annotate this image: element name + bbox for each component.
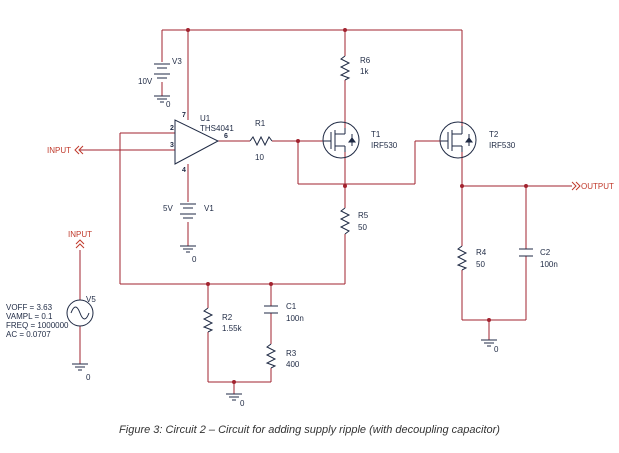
ground-icon [72,363,88,371]
input-net-arrow-icon [75,239,85,249]
t2-part: IRF530 [489,141,516,150]
t2-mosfet-symbol [439,121,477,159]
t1-part: IRF530 [371,141,398,150]
r3-name: R3 [286,349,297,358]
r6-value: 1k [360,67,369,76]
wires [79,29,572,394]
r4-resistor-symbol [456,245,468,271]
c1-capacitor-symbol [264,305,278,314]
r1-name: R1 [255,119,266,128]
c1-name: C1 [286,302,297,311]
t1-mosfet-symbol [322,121,360,159]
r3-value: 400 [286,360,300,369]
c2-value: 100n [540,260,558,269]
v3-battery-symbol [154,63,170,79]
v5-sine-source-symbol [66,299,94,327]
v3-name: V3 [172,57,182,66]
pin-7-label: 7 [182,112,186,119]
pin-4-label: 4 [182,167,186,174]
ground-icon [226,393,242,401]
r1-value: 10 [255,153,264,162]
pin-3-label: 3 [170,142,174,149]
v5-name: V5 [86,295,96,304]
figure-caption: Figure 3: Circuit 2 – Circuit for adding… [119,424,500,436]
r5-resistor-symbol [339,207,351,235]
ground-icon [481,339,497,347]
c2-name: C2 [540,248,551,257]
ground-icon [154,95,170,103]
r6-name: R6 [360,56,371,65]
t1-name: T1 [371,130,381,139]
pin-6-label: 6 [224,133,228,140]
ground-label: 0 [240,399,245,408]
opamp-u1-symbol [174,119,220,165]
ground-icon [180,245,196,253]
input-net-label: INPUT [47,146,71,155]
r4-value: 50 [476,260,485,269]
output-net-arrow-icon [571,181,581,191]
v5-param: FREQ = 1000000 [6,321,69,330]
output-net-label: OUTPUT [581,182,614,191]
t2-name: T2 [489,130,499,139]
v5-param: AC = 0.0707 [6,330,51,339]
r5-name: R5 [358,211,369,220]
v5-param: VAMPL = 0.1 [6,312,53,321]
u1-name: U1 [200,114,211,123]
junctions [186,28,528,384]
ground-label: 0 [192,255,197,264]
r2-resistor-symbol [202,307,214,333]
u1-part: THS4041 [200,124,234,133]
v5-param: VOFF = 3.63 [6,303,53,312]
pin-2-label: 2 [170,125,174,132]
input-net-label: INPUT [68,230,92,239]
r5-value: 50 [358,223,367,232]
c2-capacitor-symbol [519,248,533,257]
r1-resistor-symbol [249,135,273,147]
v1-value: 5V [163,204,173,213]
ground-label: 0 [494,345,499,354]
r4-name: R4 [476,248,487,257]
v1-name: V1 [204,204,214,213]
ground-label: 0 [166,100,171,109]
c1-value: 100n [286,314,304,323]
r2-value: 1.55k [222,324,243,333]
v1-battery-symbol [180,203,196,219]
r2-name: R2 [222,313,233,322]
ground-label: 0 [86,373,91,382]
input-net-arrow-icon [74,145,84,155]
v3-value: 10V [138,77,153,86]
r3-resistor-symbol [265,343,277,369]
r6-resistor-symbol [339,55,351,81]
